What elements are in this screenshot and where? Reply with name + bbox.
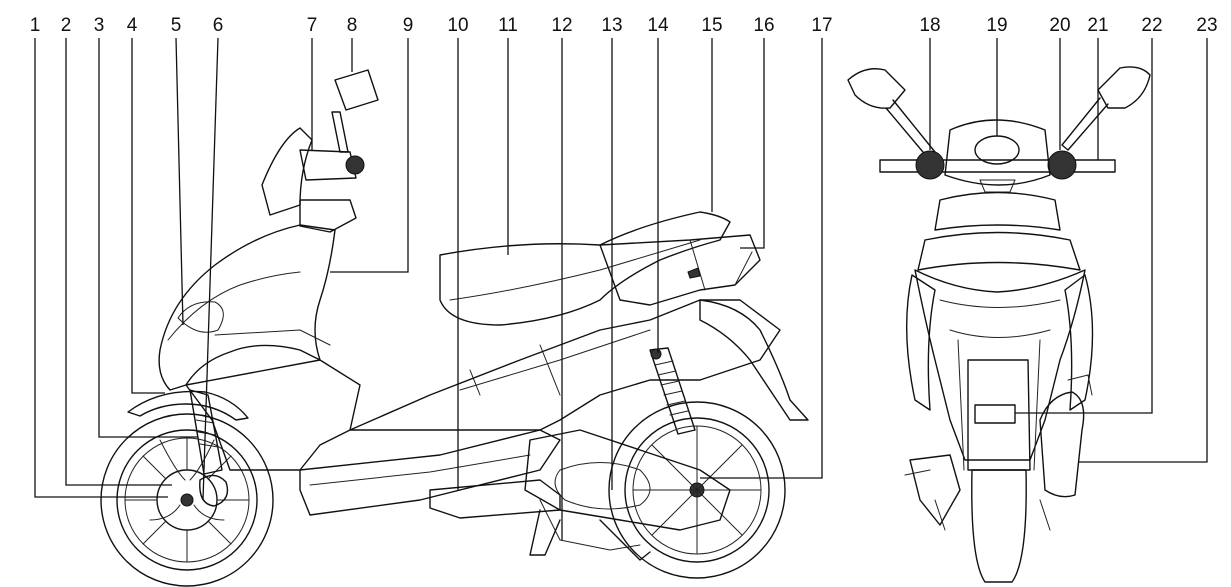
exhaust-front-view — [1039, 391, 1085, 498]
callout-5: 5 — [171, 15, 182, 36]
callout-12: 12 — [551, 15, 572, 36]
seat — [439, 211, 731, 326]
callout-16: 16 — [753, 15, 774, 36]
front-fender-front-view — [967, 359, 1031, 471]
callout-2: 2 — [61, 15, 72, 36]
rear-shock — [649, 347, 696, 435]
callout-21: 21 — [1087, 15, 1108, 36]
callout-15: 15 — [701, 15, 722, 36]
right-mirror — [1097, 66, 1151, 109]
rear-wheel — [608, 401, 786, 579]
front-tire-front-view — [971, 469, 1027, 583]
callout-13: 13 — [601, 15, 622, 36]
callout-18: 18 — [919, 15, 940, 36]
body-panel — [185, 359, 361, 471]
left-mirror — [847, 68, 906, 109]
handlebar-assembly — [261, 69, 379, 233]
callout-20: 20 — [1049, 15, 1070, 36]
callout-14: 14 — [647, 15, 669, 36]
callout-11: 11 — [498, 15, 518, 36]
callout-4: 4 — [127, 15, 138, 36]
front-fairing — [934, 191, 1061, 231]
leader-lines — [34, 37, 1208, 540]
callout-6: 6 — [213, 15, 224, 36]
rear-fender — [699, 299, 809, 421]
callout-19: 19 — [986, 15, 1007, 36]
callout-9: 9 — [403, 15, 414, 36]
callout-22: 22 — [1141, 15, 1162, 36]
callout-8: 8 — [347, 15, 358, 36]
callout-10: 10 — [447, 15, 468, 36]
callout-1: 1 — [30, 15, 41, 36]
exhaust — [429, 479, 561, 519]
rear-body — [349, 299, 781, 431]
headset — [944, 119, 1051, 186]
front-shield — [158, 224, 336, 391]
front-wheel — [100, 413, 274, 587]
leg-shield-front — [914, 269, 1086, 461]
callout-7: 7 — [307, 15, 318, 36]
scooter-front-view — [847, 66, 1151, 583]
callout-numbers: 1 2 3 4 5 6 7 8 9 10 11 12 13 14 15 16 1… — [30, 15, 1218, 36]
scooter-side-view — [100, 69, 809, 587]
engine-swingarm — [524, 429, 731, 531]
callout-17: 17 — [811, 15, 832, 36]
floorboard — [299, 429, 561, 516]
front-handlebar — [879, 159, 1116, 173]
callout-23: 23 — [1196, 15, 1217, 36]
center-stand — [529, 509, 651, 561]
front-fender — [127, 390, 249, 421]
callout-3: 3 — [94, 15, 105, 36]
